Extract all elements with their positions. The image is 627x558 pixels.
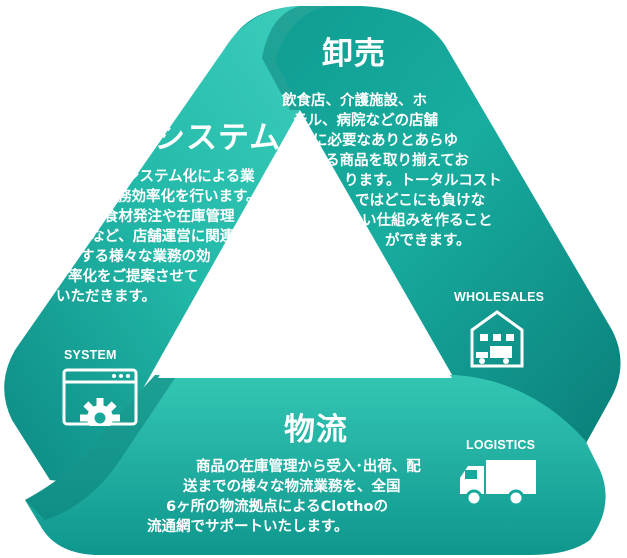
system-line: システム化による業	[125, 169, 255, 185]
wholesale-line: ります。トータルコスト	[344, 173, 502, 189]
wholesale-label: WHOLESALES	[454, 290, 545, 304]
logistics-band	[25, 375, 606, 555]
wholesale-fold-shadow	[262, 6, 330, 110]
wholesale-title: 卸売	[322, 36, 386, 72]
wholesale-line: い仕組みを作ること	[362, 213, 493, 229]
system-window-gear-icon	[62, 368, 138, 426]
truck-icon	[460, 460, 536, 507]
system-line: 食材発注や在庫管理	[104, 209, 235, 225]
wholesale-line: 飲食店、介護施設、ホ	[282, 93, 427, 109]
wholesale-line: ができます。	[385, 233, 471, 249]
center-triangle	[158, 158, 452, 378]
logistics-line: 商品の在庫管理から受入･出荷、配	[196, 459, 421, 475]
logistics-line: 6ヶ所の物流拠点によるClothoの	[166, 499, 388, 515]
wholesale-line: ではどこにも負けな	[355, 193, 486, 209]
system-line: など、店舗運営に関連	[90, 229, 235, 245]
logistics-line: 送までの様々な物流業務を、全国	[183, 479, 401, 495]
wholesale-line: る商品を取り揃えてお	[325, 153, 469, 169]
logistics-line: 流通網でサポートいたします。	[147, 519, 349, 535]
system-line: いただきます。	[56, 289, 157, 305]
system-line: する様々な業務の効	[80, 249, 211, 265]
wholesale-line: に必要なありとあらゆ	[313, 133, 458, 149]
system-line: 率化をご提案させて	[68, 269, 199, 285]
system-band	[4, 6, 331, 481]
system-title: システム	[154, 120, 282, 156]
warehouse-icon	[470, 310, 524, 368]
logistics-label: LOGISTICS	[466, 438, 536, 452]
system-line: 務効率化を行います。	[117, 189, 261, 205]
logistics-title: 物流	[284, 412, 348, 448]
system-label: SYSTEM	[64, 348, 117, 362]
wholesale-line: テル、病院などの店舗	[293, 113, 438, 129]
